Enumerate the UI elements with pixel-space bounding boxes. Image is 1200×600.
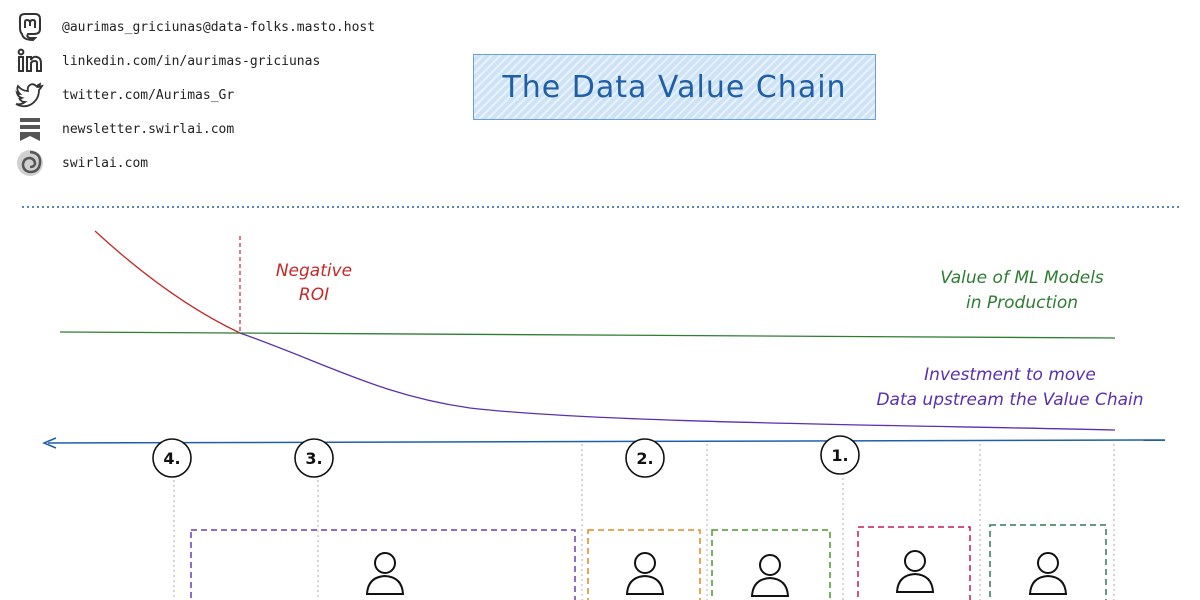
stage-marker-2: 2. bbox=[625, 438, 665, 478]
mastodon-icon bbox=[14, 11, 46, 43]
social-link-text: newsletter.swirlai.com bbox=[62, 121, 235, 137]
social-links: @aurimas_griciunas@data-folks.masto.host… bbox=[14, 10, 375, 180]
stage-label: 3. bbox=[305, 449, 322, 468]
social-row-linkedin[interactable]: linkedin.com/in/aurimas-griciunas bbox=[14, 44, 375, 78]
stage-label: 4. bbox=[163, 449, 180, 468]
person-icon bbox=[625, 552, 665, 595]
social-link-text: linkedin.com/in/aurimas-griciunas bbox=[62, 53, 321, 69]
stage-label: 2. bbox=[636, 449, 653, 468]
box-teal bbox=[989, 524, 1107, 600]
person-icon bbox=[750, 554, 790, 597]
linkedin-icon bbox=[14, 45, 46, 77]
social-link-text: @aurimas_griciunas@data-folks.masto.host bbox=[62, 19, 376, 35]
person-icon bbox=[365, 552, 405, 595]
investment-label: Investment to move bbox=[924, 365, 1096, 385]
investment-curve bbox=[239, 332, 1116, 431]
stage-label: 1. bbox=[831, 446, 848, 465]
negative-roi-label: Negative bbox=[276, 261, 352, 281]
value-line bbox=[59, 331, 1116, 339]
negative-roi-curve bbox=[94, 230, 241, 334]
box-orange bbox=[587, 529, 701, 600]
stage-marker-1: 1. bbox=[820, 435, 860, 475]
person-icon bbox=[1028, 552, 1068, 595]
person-icon bbox=[895, 550, 935, 593]
axis-arrowhead bbox=[42, 437, 57, 449]
social-row-mastodon[interactable]: @aurimas_griciunas@data-folks.masto.host bbox=[14, 10, 375, 44]
box-purple bbox=[190, 529, 576, 600]
social-row-newsletter[interactable]: newsletter.swirlai.com bbox=[14, 112, 375, 146]
swirlai-icon bbox=[14, 147, 46, 179]
stage-marker-4: 4. bbox=[152, 438, 192, 478]
box-green bbox=[711, 529, 831, 600]
investment-label: Data upstream the Value Chain bbox=[876, 390, 1143, 410]
social-row-twitter[interactable]: twitter.com/Aurimas_Gr bbox=[14, 78, 375, 112]
value-label: Value of ML Models bbox=[940, 268, 1104, 288]
page-title: The Data Value Chain bbox=[502, 69, 847, 105]
social-row-swirlai[interactable]: swirlai.com bbox=[14, 146, 375, 180]
title-box: The Data Value Chain bbox=[473, 54, 876, 120]
stage-marker-3: 3. bbox=[294, 438, 334, 478]
box-red bbox=[857, 526, 971, 600]
value-label: in Production bbox=[966, 293, 1078, 313]
social-link-text: swirlai.com bbox=[62, 155, 149, 171]
stage-guides bbox=[173, 444, 1115, 600]
social-link-text: twitter.com/Aurimas_Gr bbox=[62, 87, 235, 103]
negative-roi-label: ROI bbox=[299, 285, 329, 305]
newsletter-icon bbox=[14, 113, 46, 145]
twitter-icon bbox=[14, 79, 46, 111]
value-chain-axis bbox=[47, 439, 1166, 444]
